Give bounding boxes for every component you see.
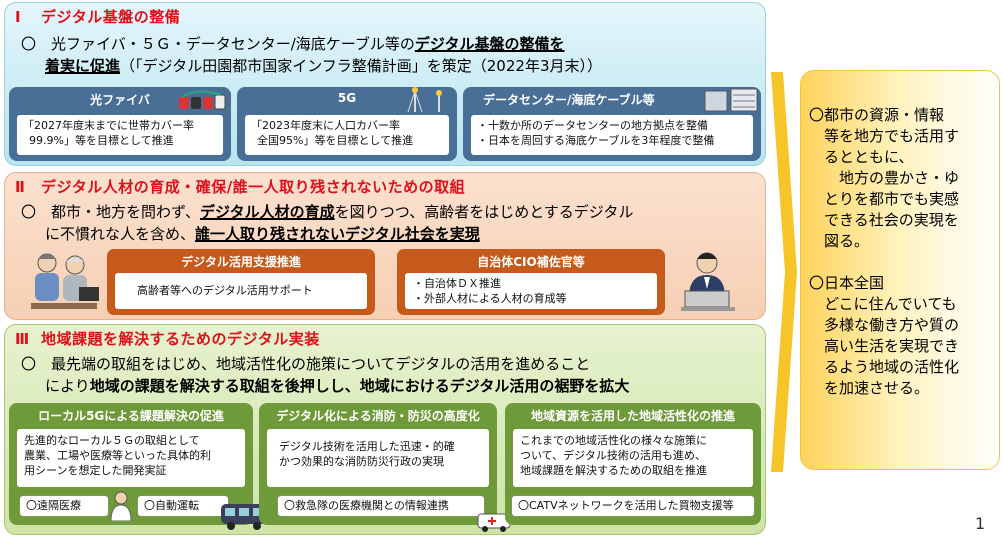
tile-5g: 5G 「2023年度末に人口カバー率 全国95%」等を目標として推進 [237,87,457,161]
section-summary: 〇 最先端の取組をはじめ、地域活性化の施策についてデジタルの活用を進めること に… [21,353,629,397]
emphasis-text: 着実に促進 [45,57,121,75]
pill-remote-medical: 〇遠隔医療 [19,495,109,517]
tile-heading: 自治体CIO補佐官等 [477,255,585,269]
panel-line: とりを都市でも実感 [824,190,960,208]
tile-heading: デジタル活用支援推進 [181,255,301,269]
page-number: 1 [975,514,986,533]
summary-text: を図りつつ、高齢者をはじめとするデジタル [334,203,634,221]
tile-content: 先進的なローカル５Ｇの取組として 農業、工場や医療等といった具体的利 用シーンを… [17,429,245,487]
office-worker-icon [681,252,735,311]
panel-line: 多様な働き方や質の [824,316,960,334]
tile-line: 99.9%」等を目標として推進 [29,134,174,147]
summary-text: に不慣れな人を含め、 [45,225,196,243]
summary-text: により [45,377,90,395]
section-number: Ⅰ [15,8,22,26]
elderly-people-computer-icon [31,253,99,309]
tile-line: 用シーンを想定した開発実証 [24,464,167,477]
tile-line: ついて、デジタル技術の活用も進め、 [520,449,706,462]
summary-panel: 〇都市の資源・情報 等を地方でも活用す るとともに、 地方の豊かさ・ゆ とりを都… [800,70,1000,470]
data-center-building-icon [704,88,758,112]
tile-heading: 光ファイバ [90,93,150,107]
tile-data-center: データセンター/海底ケーブル等 ・十数か所のデータセンターの地方拠点を整備 ・日… [463,87,761,161]
pill-autonomous-driving: 〇自動運転 [137,495,229,517]
panel-line: できる社会の実現を [824,211,959,229]
tile-heading: ローカル5Gによる課題解決の促進 [38,409,224,423]
fiber-cable-icon [179,90,226,110]
chevron-arrow-icon [771,72,797,472]
tile-line: ・十数か所のデータセンターの地方拠点を整備 [477,119,708,132]
emphasis-text: 誰一人取り残されないデジタル社会を実現 [195,225,480,243]
tile-line: 高齢者等へのデジタル活用サポート [137,284,313,297]
emphasis-text: 地域の課題を解決する取組を後押しし、地域におけるデジタル活用の裾野を拡大 [89,377,630,395]
doctor-icon [110,491,132,521]
section-title-text: デジタル基盤の整備 [41,8,181,26]
section-title: Ⅲ 地域課題を解決するためのデジタル実装 [15,328,320,349]
tile-line: デジタル技術を活用した迅速・的確 [279,440,455,453]
tile-heading: 5G [337,91,357,105]
ambulance-icon [477,513,511,532]
autonomous-bus-icon [221,504,267,530]
tile-content: 高齢者等へのデジタル活用サポート [115,273,367,309]
summary-line-1: 〇 光ファイバ・５Ｇ・データセンター/海底ケーブル等のデジタル基盤の整備を [21,33,602,55]
panel-line: 〇日本全国 [809,274,885,292]
tile-line: 地域課題を解決するための取組を推進 [520,464,707,477]
section-number: Ⅱ [15,178,26,196]
tile-line: 農業、工場や医療等といった具体的利 [24,449,211,462]
tile-line: 全国95%」等を目標として推進 [257,134,414,147]
panel-line: 等を地方でも活用す [824,127,960,145]
tile-content: ・自治体ＤＸ推進 ・外部人材による人材の育成等 [405,273,657,309]
panel-line: るとともに、 [824,148,914,166]
panel-line: 図る。 [824,232,870,250]
tile-line: これまでの地域活性化の様々な施策に [520,434,707,447]
tile-heading: 地域資源を活用した地域活性化の推進 [530,409,735,423]
panel-line: 地方の豊かさ・ゆ [824,169,960,187]
section-number: Ⅲ [15,330,30,348]
summary-panel-text: 〇都市の資源・情報 等を地方でも活用す るとともに、 地方の豊かさ・ゆ とりを都… [809,105,997,399]
section-title-text: 地域課題を解決するためのデジタル実装 [41,330,320,348]
summary-line-2: に不慣れな人を含め、誰一人取り残されないデジタル社会を実現 [21,223,633,245]
summary-line-2: により地域の課題を解決する取組を後押しし、地域におけるデジタル活用の裾野を拡大 [21,375,629,397]
tile-heading: デジタル化による消防・防災の高度化 [276,409,480,423]
section-digital-infrastructure: Ⅰ デジタル基盤の整備 〇 光ファイバ・５Ｇ・データセンター/海底ケーブル等のデジ… [4,2,766,166]
panel-line: 高い生活を実現でき [824,337,960,355]
tile-content: これまでの地域活性化の様々な施策に ついて、デジタル技術の活用も進め、 地域課題… [513,429,753,487]
tile-content: 「2027年度末までに世帯カバー率 99.9%」等を目標として推進 [17,115,223,155]
tile-line: 「2023年度末に人口カバー率 [251,119,400,132]
tile-line: 「2027年度末までに世帯カバー率 [23,119,194,132]
tile-content: ・十数か所のデータセンターの地方拠点を整備 ・日本を周回する海底ケーブルを3年程… [471,115,753,155]
section-title: Ⅱ デジタル人材の育成・確保/誰一人取り残されないための取組 [15,176,465,197]
summary-text: （「デジタル田園都市国家インフラ整備計画」を策定（2022年3月末）） [120,57,602,75]
summary-line-1: 〇 最先端の取組をはじめ、地域活性化の施策についてデジタルの活用を進めること [21,355,591,373]
emphasis-text: デジタル人材の育成 [199,203,335,221]
section-digital-talent: Ⅱ デジタル人材の育成・確保/誰一人取り残されないための取組 〇 都市・地方を問わ… [4,172,766,320]
section-regional-digital: Ⅲ 地域課題を解決するためのデジタル実装 〇 最先端の取組をはじめ、地域活性化の施… [4,324,766,535]
tile-line: 先進的なローカル５Ｇの取組として [24,434,200,447]
summary-text: 〇 光ファイバ・５Ｇ・データセンター/海底ケーブル等の [21,35,415,53]
panel-line: 〇都市の資源・情報 [809,106,945,124]
tile-digital-support: デジタル活用支援推進 高齢者等へのデジタル活用サポート [107,249,375,315]
tile-line: ・外部人材による人材の育成等 [413,292,567,305]
pill-catv-shopping: 〇CATVネットワークを活用した買物支援等 [511,495,755,517]
section-title-text: デジタル人材の育成・確保/誰一人取り残されないための取組 [41,178,466,196]
tile-line: かつ効果的な消防防災行政の実現 [279,455,444,468]
antenna-tower-icon [407,87,442,113]
tile-line: ・自治体ＤＸ推進 [413,277,501,290]
tile-line: ・日本を周回する海底ケーブルを3年程度で整備 [477,134,715,147]
pill-ambulance-coordination: 〇救急隊の医療機関との情報連携 [277,495,485,517]
section-summary: 〇 光ファイバ・５Ｇ・データセンター/海底ケーブル等のデジタル基盤の整備を 着実… [21,33,602,77]
tile-municipal-cio: 自治体CIO補佐官等 ・自治体ＤＸ推進 ・外部人材による人材の育成等 [397,249,665,315]
tile-content: デジタル技術を活用した迅速・的確 かつ効果的な消防防災行政の実現 [267,429,489,487]
emphasis-text: デジタル基盤の整備を [414,35,565,53]
section-title: Ⅰ デジタル基盤の整備 [15,6,180,27]
summary-text: 〇 都市・地方を問わず、 [21,203,200,221]
panel-line: を加速させる。 [824,379,930,397]
section-summary: 〇 都市・地方を問わず、デジタル人材の育成を図りつつ、高齢者をはじめとするデジタ… [21,201,633,245]
panel-line: るよう地域の活性化 [824,358,960,376]
summary-line-1: 〇 都市・地方を問わず、デジタル人材の育成を図りつつ、高齢者をはじめとするデジタ… [21,201,633,223]
panel-line: どこに住んでいても [824,295,957,313]
tile-heading: データセンター/海底ケーブル等 [483,93,655,107]
tile-content: 「2023年度末に人口カバー率 全国95%」等を目標として推進 [245,115,449,155]
summary-line-2: 着実に促進（「デジタル田園都市国家インフラ整備計画」を策定（2022年3月末）） [21,55,602,77]
tile-optical-fiber: 光ファイバ 「2027年度末までに世帯カバー率 99.9%」等を目標として推進 [9,87,231,161]
